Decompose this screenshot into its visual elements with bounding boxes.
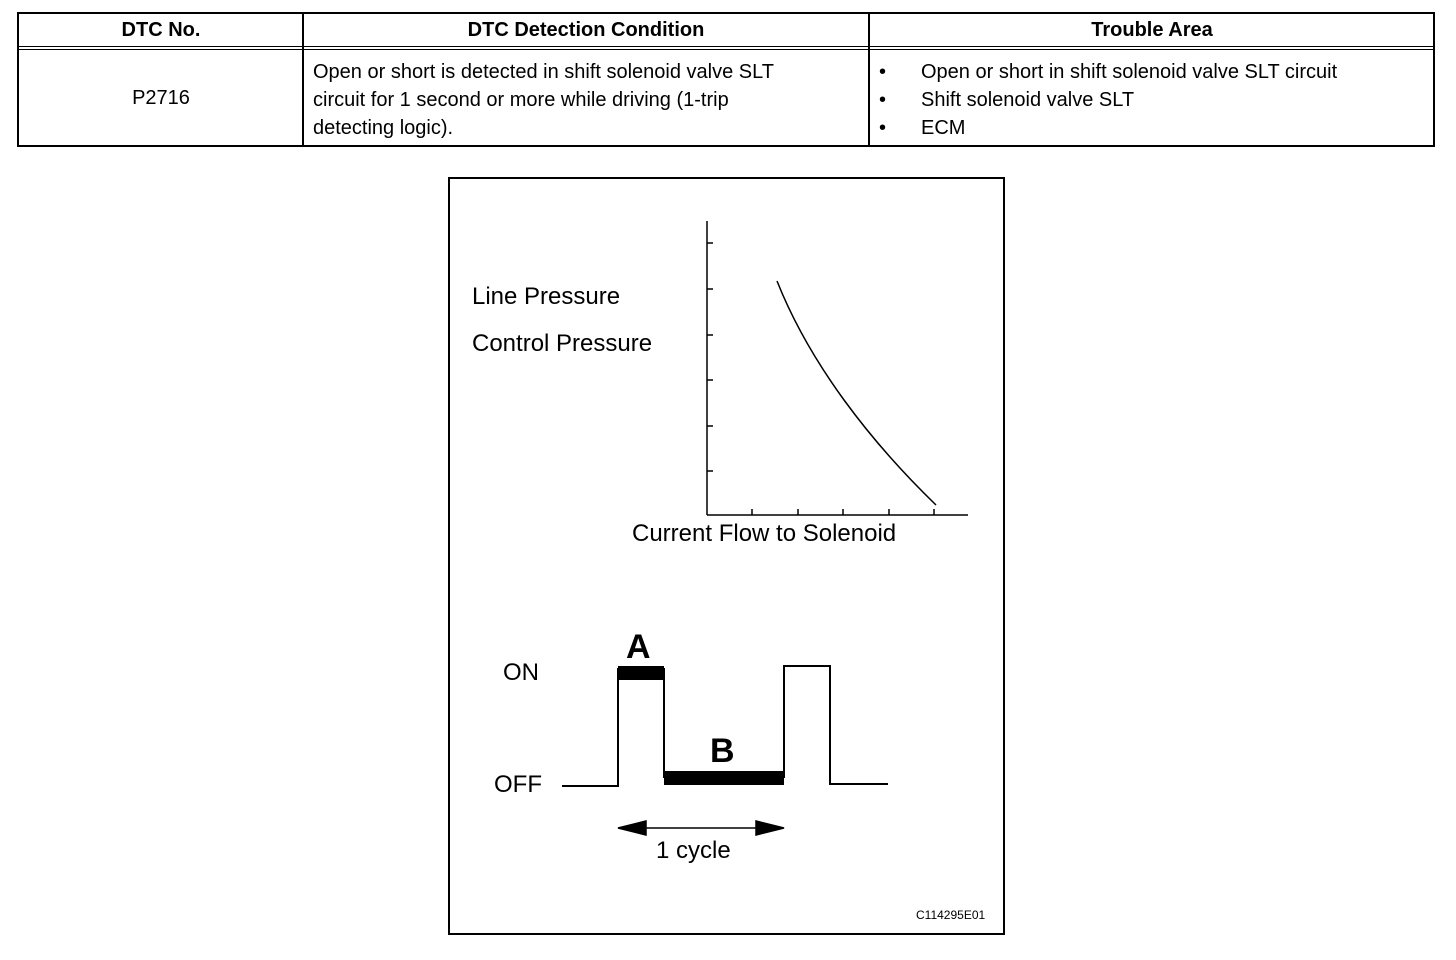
line-pressure-label: Line Pressure — [472, 283, 621, 310]
x-axis-label: Current Flow to Solenoid — [632, 520, 897, 547]
header-trouble-area: Trouble Area — [1091, 18, 1213, 41]
table-header-row: DTC No. DTC Detection Condition Trouble … — [19, 14, 1433, 50]
pressure-graph — [706, 221, 968, 516]
trouble-area-cell: • Open or short in shift solenoid valve … — [869, 50, 1435, 145]
condition-line: circuit for 1 second or more while drivi… — [313, 89, 729, 111]
marker-b: B — [710, 732, 735, 770]
bullet: • — [879, 117, 887, 139]
trouble-item: Open or short in shift solenoid valve SL… — [921, 61, 1338, 83]
figure-code: C114295E01 — [916, 908, 986, 922]
solenoid-figure: Line Pressure Control Pressure Current F… — [448, 177, 1005, 935]
column-divider — [868, 14, 870, 145]
on-label: ON — [503, 659, 539, 686]
dtc-code: P2716 — [132, 86, 190, 109]
marker-a: A — [626, 628, 651, 666]
header-dtc-no: DTC No. — [121, 18, 201, 41]
condition-line: detecting logic). — [313, 117, 454, 139]
list-item: • ECM — [879, 114, 1435, 142]
list-item: • Shift solenoid valve SLT — [879, 86, 1435, 114]
bullet: • — [879, 89, 887, 111]
detection-condition-cell: Open or short is detected in shift solen… — [303, 50, 869, 145]
off-duration-bar — [664, 771, 784, 785]
bullet: • — [879, 61, 887, 83]
figure-drawing — [562, 221, 968, 836]
pressure-curve — [776, 280, 937, 506]
dtc-table: DTC No. DTC Detection Condition Trouble … — [17, 12, 1435, 147]
header-detection-condition: DTC Detection Condition — [467, 18, 705, 41]
off-label: OFF — [494, 771, 542, 798]
condition-line: Open or short is detected in shift solen… — [313, 61, 774, 83]
table-row: P2716 Open or short is detected in shift… — [19, 50, 1433, 145]
trouble-list: • Open or short in shift solenoid valve … — [879, 58, 1435, 142]
cycle-label: 1 cycle — [656, 837, 731, 864]
list-item: • Open or short in shift solenoid valve … — [879, 58, 1435, 86]
control-pressure-label: Control Pressure — [472, 330, 653, 357]
column-divider — [302, 14, 304, 145]
on-duration-bar — [618, 666, 664, 680]
trouble-item: Shift solenoid valve SLT — [921, 89, 1135, 111]
cycle-arrow — [617, 820, 785, 836]
trouble-item: ECM — [921, 117, 966, 139]
